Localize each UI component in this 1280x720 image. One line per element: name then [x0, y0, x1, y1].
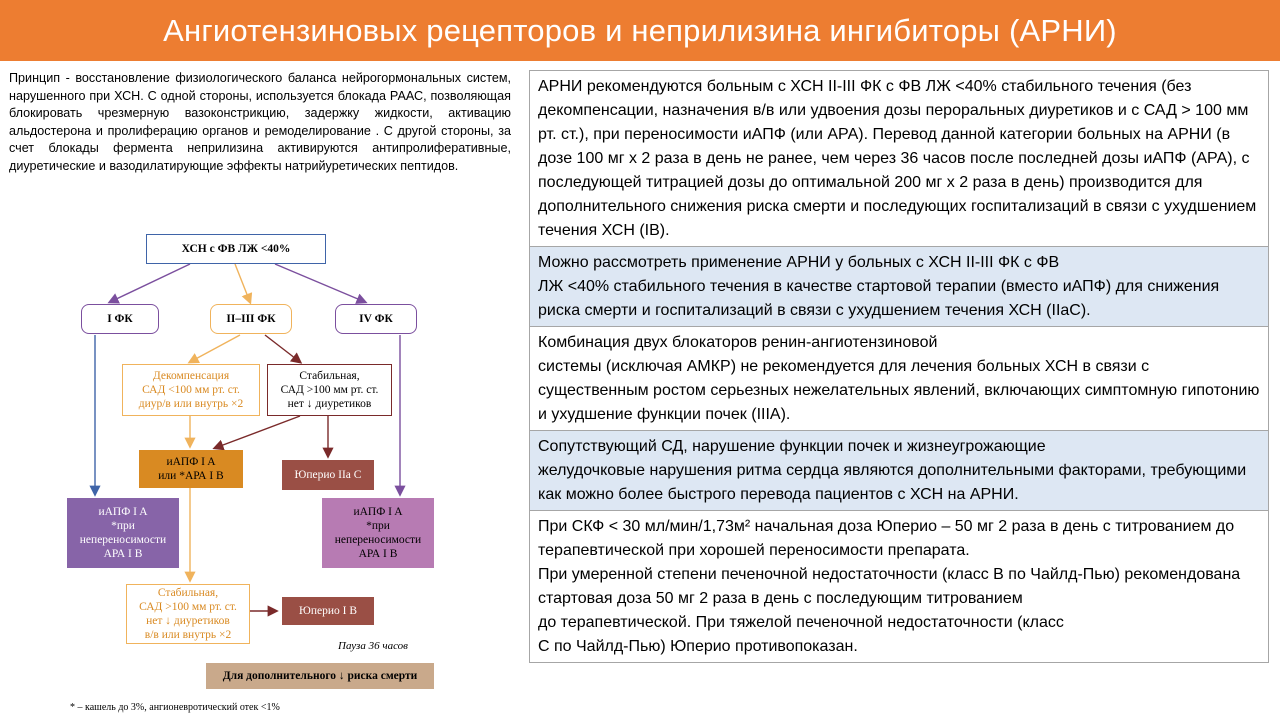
iapf-left-box: иАПФ I A *при непереносимости АРА I B: [67, 498, 179, 568]
iapf-right-line: *при: [366, 520, 390, 532]
row-text: АРНИ рекомендуются больным с ХСН II-III …: [538, 78, 1257, 239]
fk23-box: II–III ФК: [210, 304, 292, 334]
treatment-flowchart: ХСН с ФВ ЛЖ <40% I ФК II–III ФК IV ФК Де…: [60, 230, 460, 690]
iapf-mid-line: иАПФ I A: [166, 456, 216, 468]
row-text: до терапевтической. При тяжелой печеночн…: [538, 614, 1064, 631]
iapf-right-line: иАПФ I A: [353, 506, 403, 518]
decomp-line: Декомпенсация: [152, 370, 230, 382]
stable-line: нет ↓ диуретиков: [287, 398, 372, 410]
iapf-left-line: АРА I B: [103, 548, 143, 560]
title-bar: Ангиотензиновых рецепторов и неприлизина…: [0, 0, 1280, 61]
table-row: Сопутствующий СД, нарушение функции поче…: [530, 431, 1268, 511]
row-text: При СКФ < 30 мл/мин/1,73м² начальная доз…: [538, 518, 1235, 559]
stable2-box: Стабильная, САД >100 мм рт. ст. нет ↓ ди…: [126, 584, 250, 644]
decomp-line: САД <100 мм рт. ст.: [142, 384, 240, 396]
yuperio-iia-label: Юперио IIa C: [294, 469, 362, 481]
stable2-line: САД >100 мм рт. ст.: [139, 601, 237, 613]
flow-top-label: ХСН с ФВ ЛЖ <40%: [181, 243, 291, 255]
stable-line: Стабильная,: [299, 370, 360, 382]
bottom-box: Для дополнительного ↓ риска смерти: [206, 663, 434, 689]
fk1-box: I ФК: [81, 304, 159, 334]
row-text: ЛЖ <40% стабильного течения в качестве с…: [538, 278, 1220, 319]
table-row: АРНИ рекомендуются больным с ХСН II-III …: [530, 71, 1268, 247]
stable2-line: в/в или внутрь ×2: [144, 629, 232, 641]
yuperio-ib-box: Юперио I B: [282, 597, 374, 625]
yuperio-iia-box: Юперио IIa C: [282, 460, 374, 490]
fk4-box: IV ФК: [335, 304, 417, 334]
row-text: С по Чайлд-Пью) Юперио противопоказан.: [538, 638, 858, 655]
stable-box: Стабильная, САД >100 мм рт. ст. нет ↓ ди…: [267, 364, 392, 416]
stable2-line: нет ↓ диуретиков: [146, 615, 230, 627]
yuperio-ib-label: Юперио I B: [299, 605, 357, 617]
fk4-label: IV ФК: [359, 313, 393, 325]
iapf-right-line: непереносимости: [334, 534, 422, 546]
decomp-box: Декомпенсация САД <100 мм рт. ст. диур/в…: [122, 364, 260, 416]
row-text: Можно рассмотреть применение АРНИ у боль…: [538, 254, 1060, 271]
table-row: Можно рассмотреть применение АРНИ у боль…: [530, 247, 1268, 327]
fk23-label: II–III ФК: [226, 313, 276, 325]
iapf-left-line: *при: [111, 520, 135, 532]
row-text: Комбинация двух блокаторов ренин-ангиоте…: [538, 334, 938, 351]
flow-top-box: ХСН с ФВ ЛЖ <40%: [146, 234, 326, 264]
stable2-line: Стабильная,: [157, 587, 219, 599]
fk1-label: I ФК: [107, 313, 133, 325]
iapf-right-box: иАПФ I A *при непереносимости АРА I B: [322, 498, 434, 568]
row-text: Сопутствующий СД, нарушение функции поче…: [538, 438, 1046, 455]
table-row: Комбинация двух блокаторов ренин-ангиоте…: [530, 327, 1268, 431]
iapf-mid-box: иАПФ I A или *АРА I B: [139, 450, 243, 488]
intro-text: Принцип - восстановление физиологическог…: [9, 71, 511, 173]
slide-title: Ангиотензиновых рецепторов и неприлизина…: [163, 12, 1117, 48]
recommendations-table: АРНИ рекомендуются больным с ХСН II-III …: [529, 70, 1269, 663]
iapf-left-line: непереносимости: [79, 534, 167, 546]
decomp-line: диур/в или внутрь ×2: [138, 398, 244, 410]
stable-line: САД >100 мм рт. ст.: [280, 384, 379, 396]
row-text: При умеренной степени печеночной недоста…: [538, 566, 1241, 607]
iapf-mid-line: или *АРА I B: [158, 470, 224, 482]
pause-label: Пауза 36 часов: [338, 640, 408, 652]
table-row: При СКФ < 30 мл/мин/1,73м² начальная доз…: [530, 511, 1268, 662]
row-text: системы (исключая АМКР) не рекомендуется…: [538, 358, 1260, 423]
footnote: * – кашель до 3%, ангионевротический оте…: [70, 702, 280, 713]
iapf-right-line: АРА I B: [358, 548, 398, 560]
flowchart-connectors: [89, 263, 406, 617]
row-text: желудочковые нарушения ритма сердца явля…: [538, 462, 1247, 503]
bottom-label: Для дополнительного ↓ риска смерти: [222, 670, 418, 682]
iapf-left-line: иАПФ I A: [98, 506, 148, 518]
